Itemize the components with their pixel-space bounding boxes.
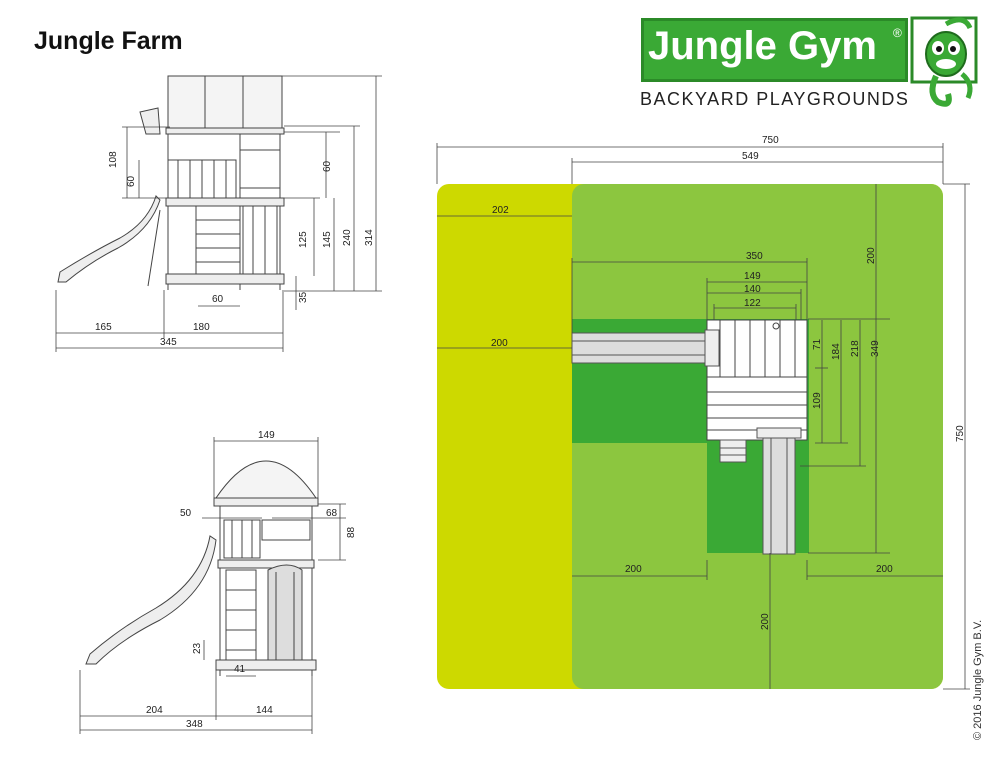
logo-registered-mark: ® bbox=[893, 26, 902, 40]
dim-145: 145 bbox=[322, 231, 333, 248]
dim-68: 68 bbox=[326, 508, 338, 519]
dim-180: 180 bbox=[193, 322, 210, 333]
dim-240: 240 bbox=[342, 229, 353, 246]
dim-23: 23 bbox=[192, 642, 203, 654]
dim-165: 165 bbox=[95, 322, 112, 333]
dim-200-bottom-right: 200 bbox=[876, 564, 893, 575]
dim-71: 71 bbox=[812, 338, 823, 350]
monkey-mascot-icon bbox=[910, 16, 978, 107]
dim-750-height: 750 bbox=[955, 425, 966, 442]
dim-348: 348 bbox=[186, 719, 203, 730]
dim-314: 314 bbox=[364, 229, 375, 246]
dim-88: 88 bbox=[346, 526, 357, 538]
dim-50: 50 bbox=[180, 508, 192, 519]
dim-349: 349 bbox=[870, 340, 881, 357]
dim-202: 202 bbox=[492, 205, 509, 216]
slide-vertical bbox=[756, 427, 802, 555]
dim-108: 108 bbox=[108, 151, 119, 168]
dim-140: 140 bbox=[744, 284, 761, 295]
dim-200-top: 200 bbox=[866, 247, 877, 264]
dim-144: 144 bbox=[256, 705, 273, 716]
platform-top bbox=[706, 319, 808, 441]
slide-horizontal bbox=[571, 329, 720, 367]
dim-200-bottom-left: 200 bbox=[625, 564, 642, 575]
dim-549: 549 bbox=[742, 151, 759, 162]
dim-184: 184 bbox=[831, 343, 842, 360]
dim-41: 41 bbox=[234, 664, 246, 675]
top-view: 750 549 202 200 350 149 140 122 200 71 1… bbox=[436, 135, 970, 690]
dim-35: 35 bbox=[298, 291, 309, 303]
dim-204: 204 bbox=[146, 705, 163, 716]
dim-109: 109 bbox=[812, 392, 823, 409]
ladder-top bbox=[719, 439, 747, 463]
dim-200-left: 200 bbox=[491, 338, 508, 349]
dim-149-side: 149 bbox=[258, 430, 275, 441]
dim-345: 345 bbox=[160, 337, 177, 348]
dim-750-width: 750 bbox=[762, 135, 779, 146]
dim-149: 149 bbox=[744, 271, 761, 282]
dim-122: 122 bbox=[744, 298, 761, 309]
dim-350: 350 bbox=[746, 251, 763, 262]
logo-tagline: BACKYARD PLAYGROUNDS bbox=[640, 89, 910, 109]
dim-200-bottom: 200 bbox=[760, 613, 771, 630]
side-view: 149 50 68 88 23 41 204 144 348 bbox=[79, 430, 357, 734]
page-title: Jungle Farm bbox=[34, 27, 183, 55]
front-view: 108 60 60 125 145 240 314 35 60 165 180 … bbox=[55, 75, 382, 352]
logo-brand-text: Jungle Gym bbox=[648, 24, 877, 68]
dim-125: 125 bbox=[298, 231, 309, 248]
logo-badge bbox=[641, 18, 908, 82]
top-view-dimension-lines bbox=[436, 143, 970, 690]
dim-218: 218 bbox=[850, 340, 861, 357]
dim-60-left: 60 bbox=[126, 175, 137, 187]
dim-60-bottom: 60 bbox=[212, 294, 224, 305]
dim-60-right: 60 bbox=[322, 160, 333, 172]
